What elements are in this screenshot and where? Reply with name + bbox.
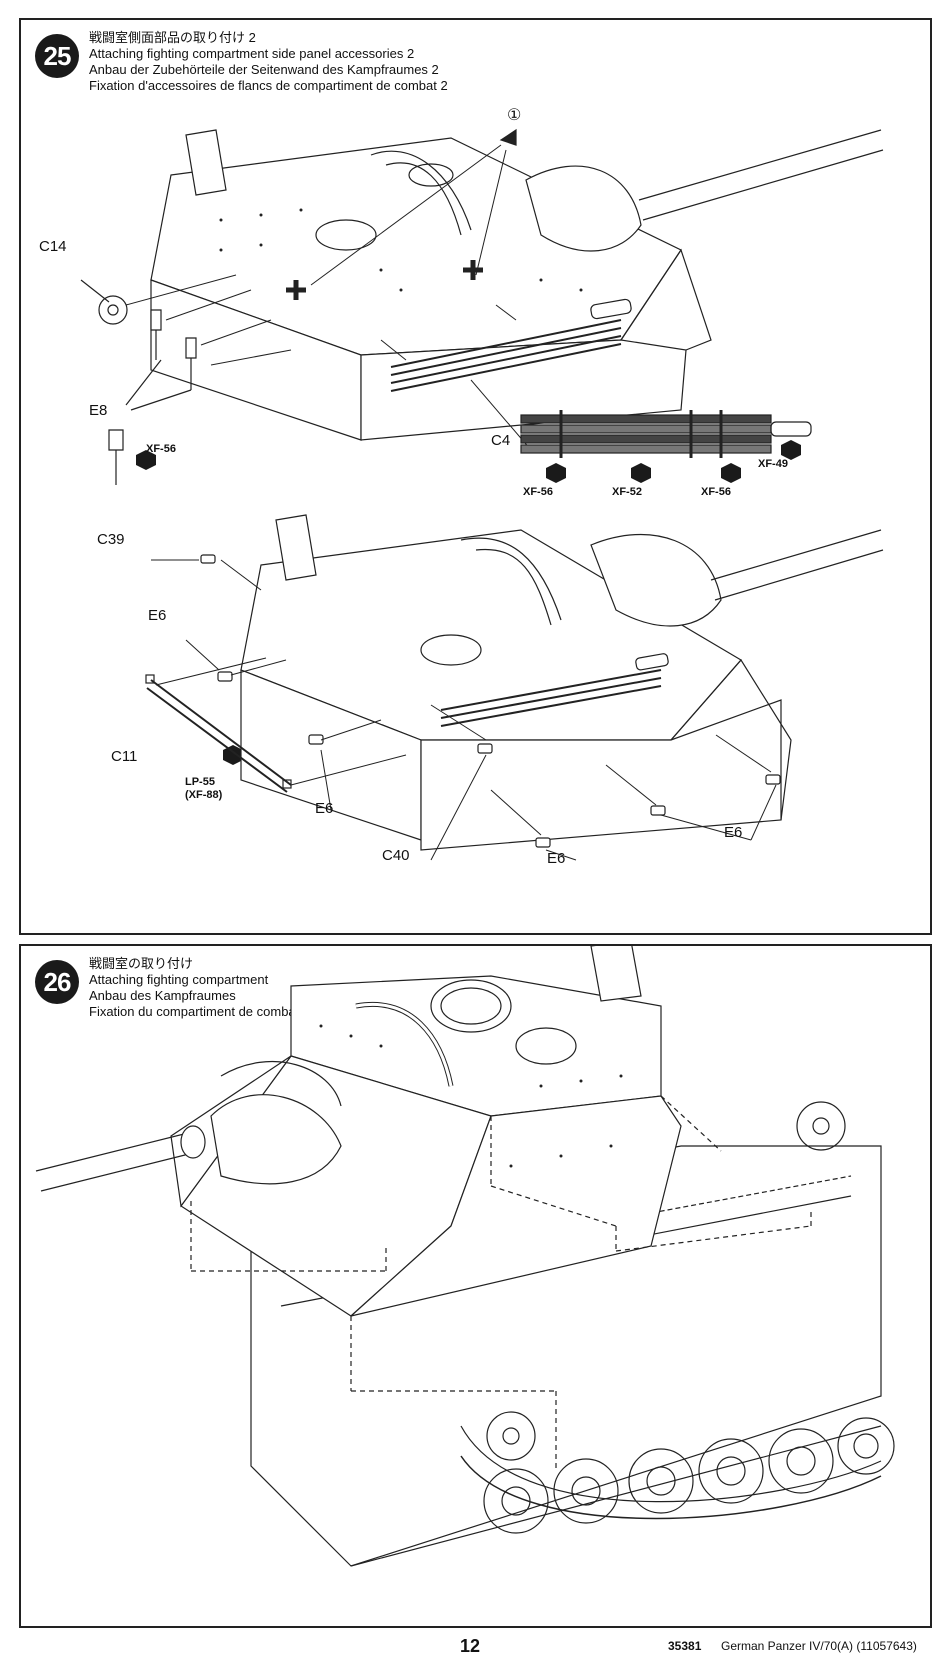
part-label-c40: C40 bbox=[382, 847, 410, 864]
paint-label-xf52: XF-52 bbox=[612, 486, 642, 498]
paint-label-xf56-b: XF-56 bbox=[701, 486, 731, 498]
part-label-e6-a: E6 bbox=[148, 607, 167, 624]
part-label-e6-b: E6 bbox=[315, 800, 334, 817]
step-title-block: 戦闘室の取り付け Attaching fighting compartment … bbox=[89, 956, 299, 1020]
lower-hull-drawing bbox=[240, 514, 884, 851]
step-title-en: Attaching fighting compartment bbox=[89, 972, 269, 987]
paint-label-xf56-bolt: XF-56 bbox=[146, 443, 176, 455]
part-label-e6-c: E6 bbox=[547, 850, 566, 867]
step-title-de: Anbau der Zubehörteile der Seitenwand de… bbox=[89, 62, 439, 77]
part-label-e6-d: E6 bbox=[724, 824, 743, 841]
step-title-jp: 戦闘室の取り付け bbox=[89, 956, 194, 971]
step-26-panel: 26 戦闘室の取り付け Attaching fighting compartme… bbox=[19, 944, 932, 1628]
upper-hull-drawing bbox=[150, 129, 884, 441]
part-label-c39: C39 bbox=[97, 531, 125, 548]
fighting-compartment-drawing bbox=[35, 946, 812, 1471]
subassembly-marker: ① bbox=[507, 107, 522, 124]
part-label-c4: C4 bbox=[491, 432, 511, 449]
kit-name: German Panzer IV/70(A) (11057643) bbox=[721, 1639, 917, 1653]
paint-label-lp55: LP-55 bbox=[185, 776, 215, 788]
road-wheels bbox=[483, 1101, 895, 1534]
part-c4-drawing bbox=[520, 410, 812, 458]
part-c11-drawing bbox=[145, 674, 292, 793]
step-title-de: Anbau des Kampfraumes bbox=[89, 988, 236, 1003]
step-title-fr: Fixation du compartiment de combat bbox=[89, 1004, 300, 1019]
page-number: 12 bbox=[460, 1636, 481, 1656]
step-25-illustration bbox=[80, 128, 884, 861]
kit-code: 35381 bbox=[668, 1639, 702, 1653]
step-title-en: Attaching fighting compartment side pane… bbox=[89, 46, 415, 61]
step-number-badge: 25 bbox=[35, 34, 79, 78]
part-label-c14: C14 bbox=[39, 238, 67, 255]
step-title-jp: 戦闘室側面部品の取り付け 2 bbox=[89, 30, 256, 45]
step-26-illustration bbox=[35, 946, 895, 1567]
step-title-fr: Fixation d'accessoires de flancs de comp… bbox=[89, 78, 448, 93]
step-title-block: 戦闘室側面部品の取り付け 2 Attaching fighting compar… bbox=[89, 30, 448, 94]
step-25-panel: 25 戦闘室側面部品の取り付け 2 Attaching fighting com… bbox=[19, 18, 932, 935]
paint-label-xf88: (XF-88) bbox=[185, 789, 223, 801]
part-e8-drawing bbox=[108, 309, 197, 485]
part-label-c11: C11 bbox=[111, 748, 138, 765]
step-number-badge: 26 bbox=[35, 960, 79, 1004]
part-label-e8: E8 bbox=[89, 402, 108, 419]
paint-label-xf49: XF-49 bbox=[758, 458, 788, 470]
paint-label-xf56-a: XF-56 bbox=[523, 486, 553, 498]
part-c14-drawing bbox=[80, 279, 128, 325]
